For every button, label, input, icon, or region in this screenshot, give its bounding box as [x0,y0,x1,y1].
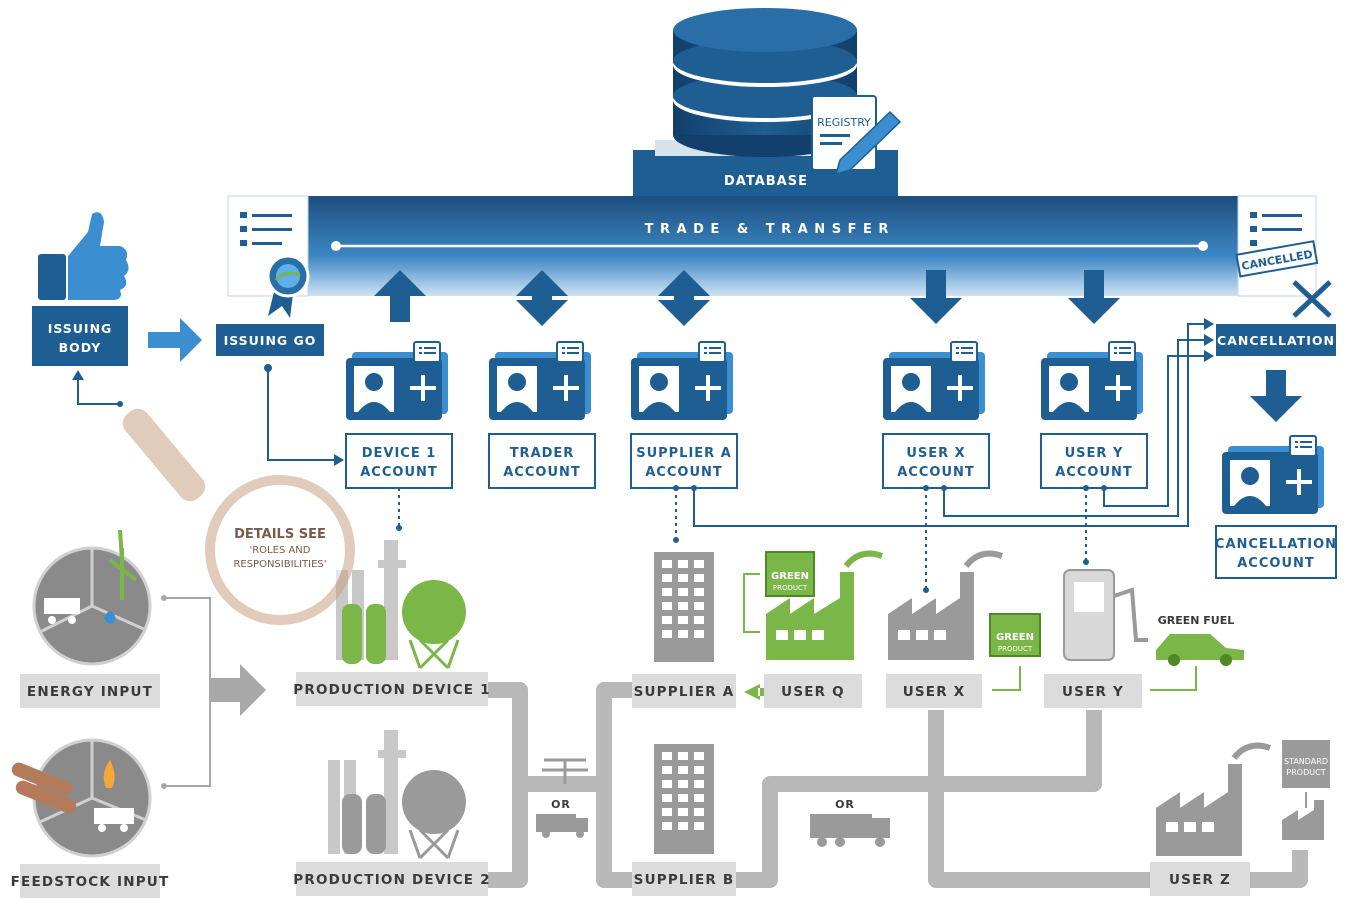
thumbs-up-icon [38,212,129,300]
supplierA-badge: A [655,404,663,415]
issuing-go-box: ISSUING GO [216,324,324,356]
issuing-go-connector [267,368,340,461]
userX-account[interactable]: X USER X ACCOUNT [882,341,990,489]
user-y-label: USER Y [1062,684,1124,700]
green-product-1-line1: GREEN [771,571,809,582]
user-q: GREEN PRODUCT USER Q [743,550,884,708]
issuing-body-line2: BODY [59,340,102,355]
or-label-1: OR [551,798,571,811]
user-x: GREEN PRODUCT USER X [886,550,1041,708]
device1-badge: 1 [371,404,378,415]
truck-icon [536,814,588,838]
cancellation-connectors [396,318,1214,593]
supplierA-account-line1: SUPPLIER A [636,446,732,461]
feedstock-input: FEEDSTOCK INPUT [11,738,170,898]
database: DATABASE REGISTRY [633,8,902,196]
user-z: USER Z STANDARD PRODUCT [1150,740,1330,896]
details-note-line2: 'ROLES AND [249,545,310,556]
userY-account[interactable]: Y USER Y ACCOUNT [1040,341,1148,489]
magnifier-details-note [122,408,355,625]
supplier-b: SUPPLIER B [632,744,736,896]
userX-account-line1: USER X [906,446,965,461]
device1-account-line1: DEVICE 1 [362,446,437,461]
user-q-label: USER Q [781,684,845,700]
feedstock-input-label: FEEDSTOCK INPUT [11,874,170,890]
production-device-2: PRODUCTION DEVICE 2 [293,730,490,896]
issuing-body-line1: ISSUING [48,321,113,336]
registry-label: REGISTRY [817,116,871,129]
truck-icon-2 [810,814,890,847]
cancellation-account-line2: ACCOUNT [1237,556,1315,571]
details-note-line3: RESPONSIBILITIES' [233,559,326,570]
trader-account-line2: ACCOUNT [503,465,581,480]
issuing-body-box: ISSUING BODY [32,306,128,366]
green-car-icon [1156,634,1244,660]
trade-transfer-label: T R A D E & T R A N S F E R [645,222,890,237]
device1-account[interactable]: 1 DEVICE 1 ACCOUNT [345,341,453,489]
green-product-2-line2: PRODUCT [998,645,1033,653]
production-device-2-label: PRODUCTION DEVICE 2 [293,872,490,888]
input-arrow [210,664,266,716]
supplier-a: SUPPLIER A [632,552,736,708]
pipeline [486,682,1308,888]
input-connector [164,597,211,787]
energy-input: ENERGY INPUT [20,529,160,708]
cancellation-box: CANCELLATION [1216,324,1336,356]
cancelled-certificate-icon: CANCELLED [1235,195,1332,318]
details-note-line1: DETAILS SEE [234,527,326,542]
userX-badge: X [907,404,915,415]
supplierA-account[interactable]: A SUPPLIER A ACCOUNT [630,341,738,489]
supplier-a-label: SUPPLIER A [634,684,735,700]
database-label: DATABASE [724,174,808,189]
user-z-label: USER Z [1169,872,1231,888]
registry-document-icon: REGISTRY [811,95,902,176]
energy-input-label: ENERGY INPUT [27,684,153,700]
or-label-2: OR [835,798,855,811]
production-device-1-label: PRODUCTION DEVICE 1 [293,682,490,698]
userY-account-line2: ACCOUNT [1055,465,1133,480]
green-arrow-icon [744,684,770,700]
green-product-1-line2: PRODUCT [773,584,808,592]
trader-account[interactable]: TRADER ACCOUNT [488,341,596,489]
feedback-connector [77,372,120,405]
userY-badge: Y [1064,404,1073,415]
valve-icon [542,758,588,784]
supplierA-account-line2: ACCOUNT [645,465,723,480]
cancellation-account-line1: CANCELLATION [1215,537,1337,552]
user-x-label: USER X [903,684,966,700]
production-device-1: PRODUCTION DEVICE 1 [293,540,490,706]
transfer-arrows [374,270,1302,422]
green-product-2-line1: GREEN [996,632,1034,643]
green-fuel-label: GREEN FUEL [1158,614,1235,627]
device1-account-line2: ACCOUNT [360,465,438,480]
standard-product-line2: PRODUCT [1286,768,1325,777]
issuing-arrow [148,318,202,362]
user-y: USER Y GREEN FUEL [1044,569,1244,708]
userY-account-line1: USER Y [1065,446,1124,461]
cancellation-label: CANCELLATION [1217,333,1335,348]
cancellation-account[interactable]: CANCELLATION ACCOUNT [1215,435,1337,579]
issuing-go-label: ISSUING GO [224,333,317,348]
supplier-b-label: SUPPLIER B [634,872,735,888]
standard-product-line1: STANDARD [1284,757,1328,766]
userX-account-line2: ACCOUNT [897,465,975,480]
trader-account-line1: TRADER [510,446,575,461]
go-certificate-icon [227,195,310,318]
